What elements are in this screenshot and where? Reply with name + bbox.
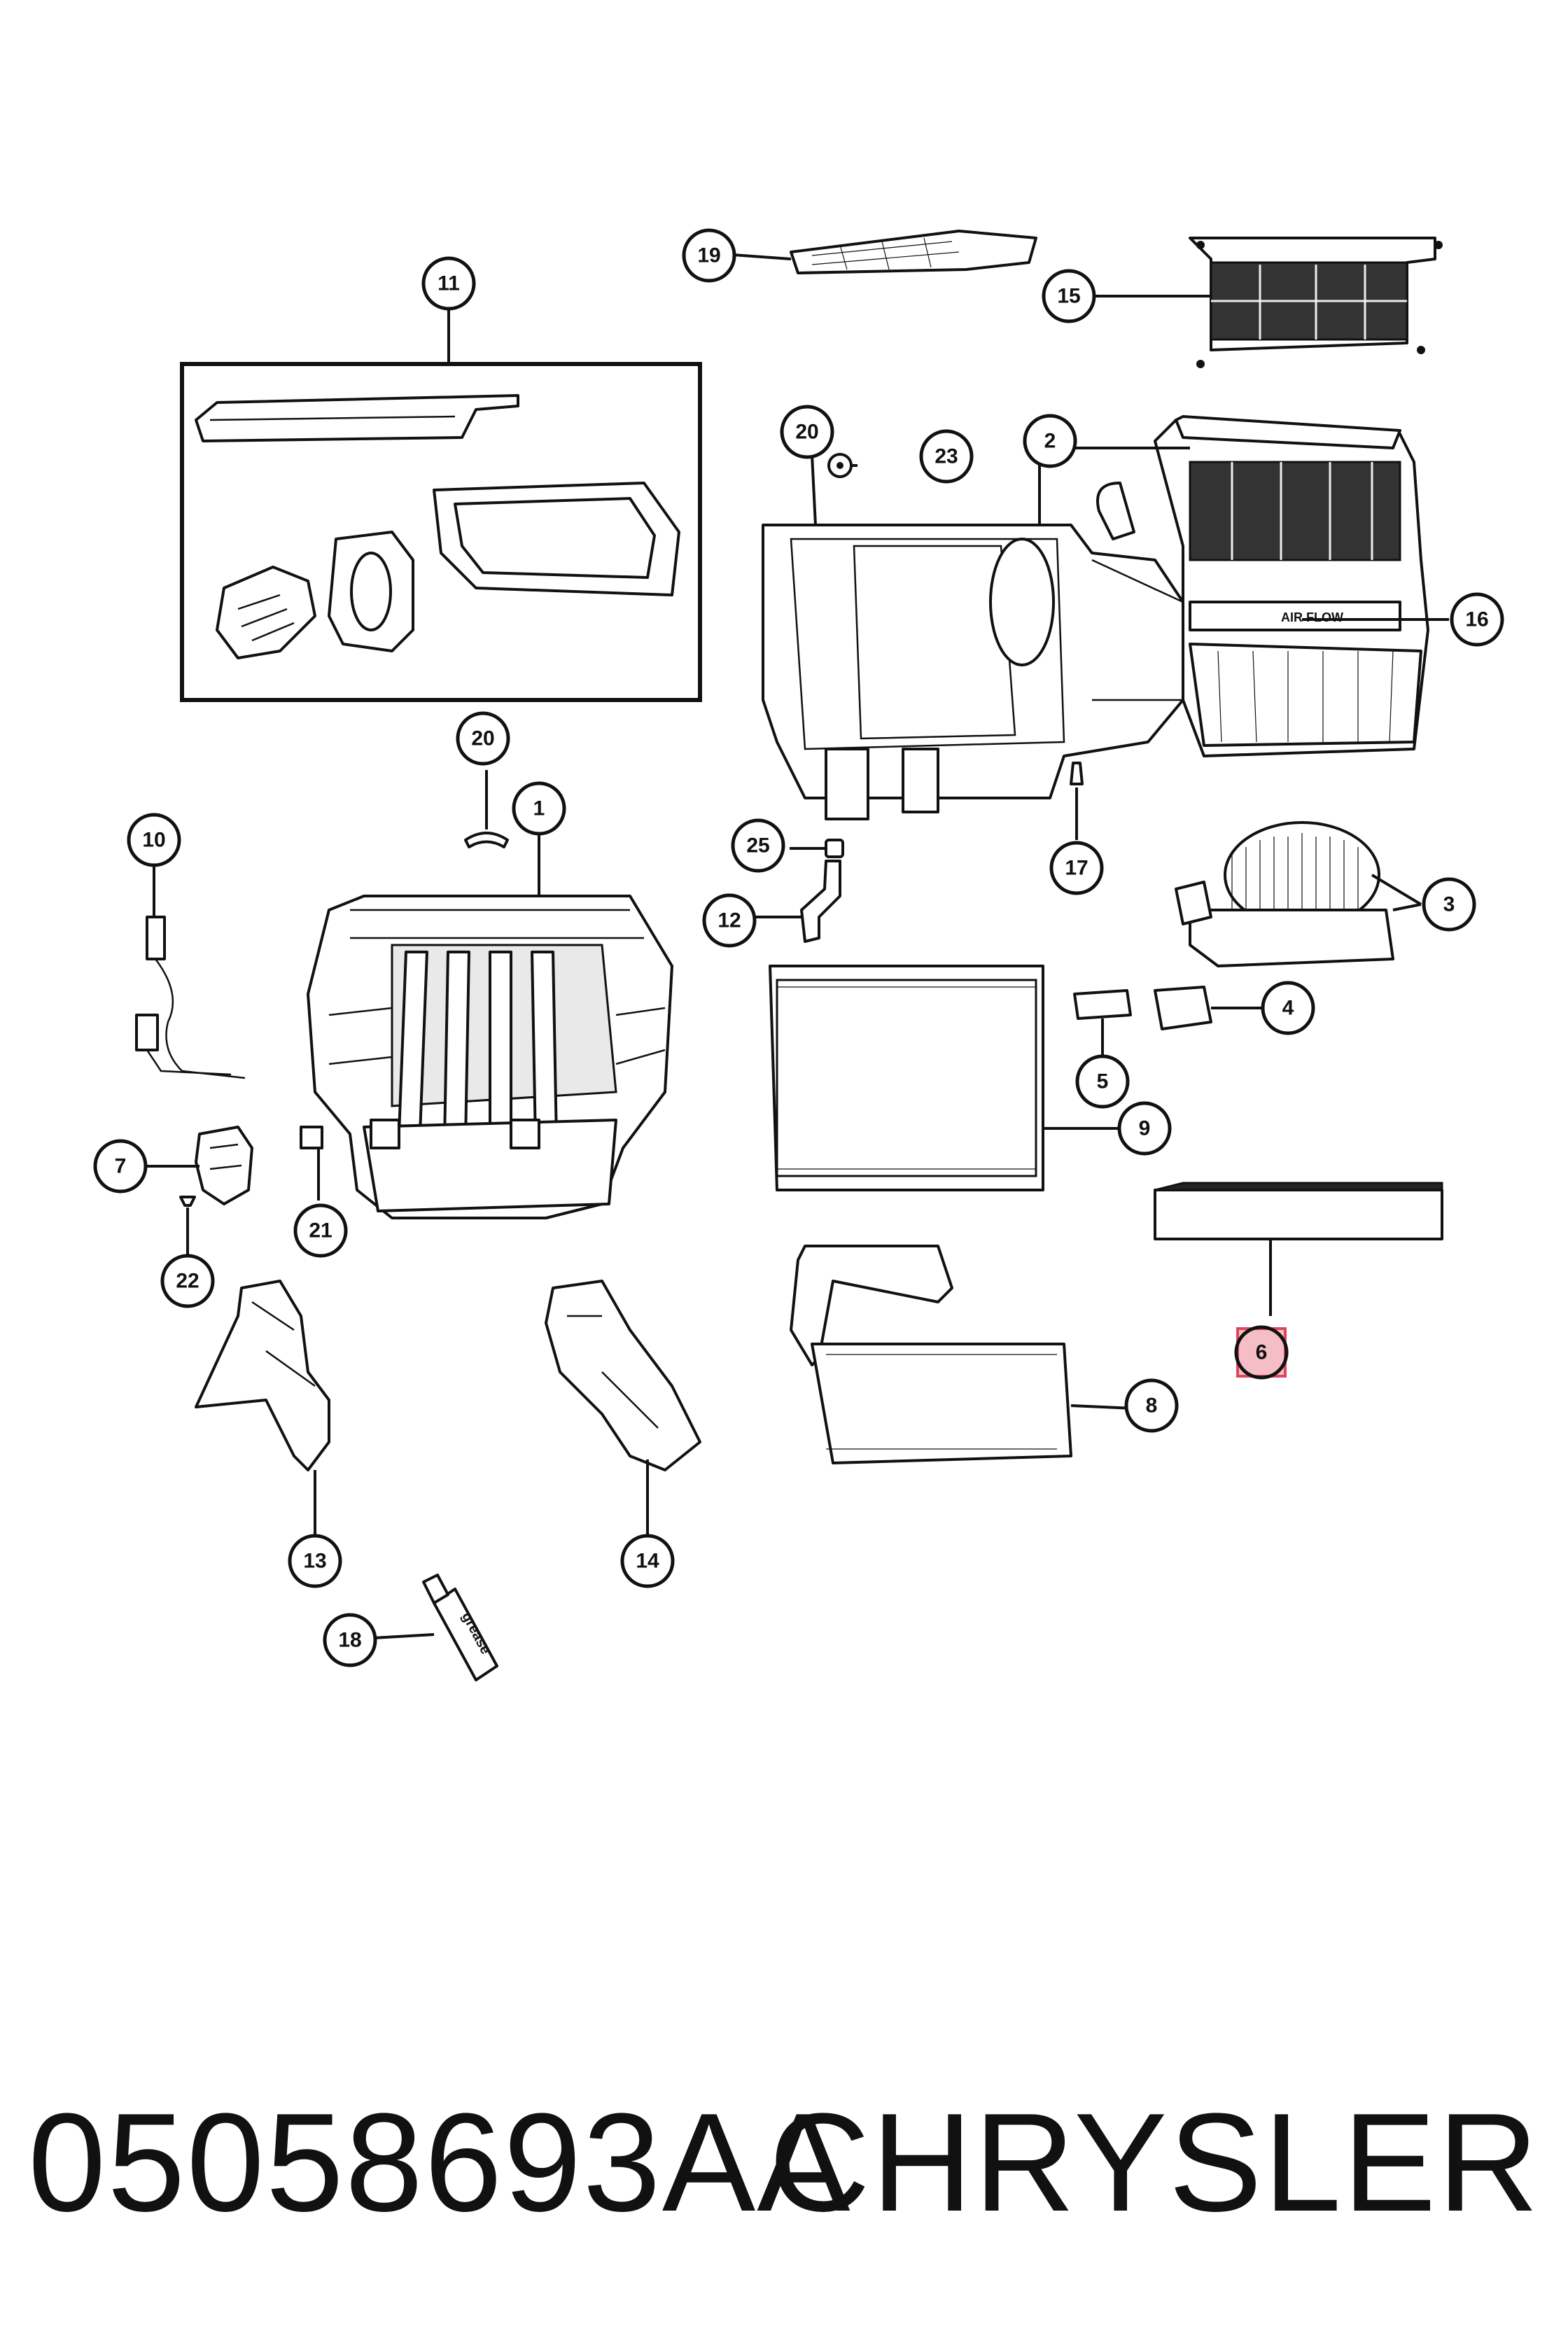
callout-9[interactable]: 9	[1117, 1101, 1172, 1156]
part-13-duct	[195, 1280, 330, 1536]
callout-16[interactable]: 16	[1450, 592, 1504, 647]
svg-text:10: 10	[142, 829, 165, 852]
svg-text:19: 19	[697, 244, 720, 267]
part-11-seal-kit	[180, 308, 702, 702]
part-20-clip	[464, 770, 509, 848]
svg-text:20: 20	[471, 727, 494, 750]
part-25-seal	[790, 839, 844, 858]
callout-12[interactable]: 12	[702, 893, 757, 948]
part-7-actuator	[145, 1126, 253, 1205]
svg-text:11: 11	[438, 272, 460, 295]
callout-25[interactable]: 25	[731, 818, 785, 873]
part-5-connector	[1073, 989, 1132, 1057]
callout-21[interactable]: 21	[293, 1203, 348, 1258]
svg-text:4: 4	[1282, 997, 1294, 1020]
part-number: 05058693AA	[28, 2085, 852, 2241]
svg-text:16: 16	[1465, 608, 1488, 631]
svg-text:14: 14	[636, 1550, 659, 1573]
svg-text:5: 5	[1097, 1070, 1109, 1093]
callout-22[interactable]: 22	[160, 1254, 215, 1308]
part-14-duct	[545, 1280, 701, 1536]
part-3-blower-motor	[1175, 821, 1422, 967]
callout-1[interactable]: 1	[512, 781, 566, 836]
svg-text:12: 12	[718, 909, 741, 932]
callout-8[interactable]: 8	[1124, 1378, 1179, 1433]
svg-text:23: 23	[934, 445, 958, 468]
svg-text:8: 8	[1146, 1394, 1158, 1418]
callout-4[interactable]: 4	[1261, 981, 1315, 1035]
part-22-screw	[179, 1196, 196, 1256]
callout-19[interactable]: 19	[682, 228, 736, 283]
upper-housing-assembly: AIR FLOW	[762, 415, 1449, 820]
part-18-grease-tube: grease	[372, 1574, 498, 1681]
part-1-hvac-housing	[307, 830, 673, 1219]
part-8-heater-core	[790, 1245, 1135, 1464]
callout-15[interactable]: 15	[1042, 269, 1096, 323]
svg-text:15: 15	[1057, 285, 1080, 308]
svg-text:22: 22	[176, 1270, 199, 1293]
svg-text:18: 18	[338, 1629, 361, 1652]
airflow-label: AIR FLOW	[1281, 610, 1343, 624]
svg-text:21: 21	[309, 1219, 332, 1242]
callout-20-housing[interactable]: 20	[780, 405, 834, 459]
callout-11[interactable]: 11	[421, 256, 476, 311]
callout-23[interactable]: 23	[919, 429, 974, 484]
part-6-cabin-filter	[1154, 1182, 1443, 1316]
callout-18[interactable]: 18	[323, 1613, 377, 1667]
part-21-clip	[300, 1126, 323, 1200]
callout-10[interactable]: 10	[127, 813, 181, 867]
part-23-washer	[827, 453, 853, 478]
part-12-drain-tube	[755, 860, 841, 943]
brand-name: CHRYSLER	[769, 2085, 1540, 2241]
svg-text:7: 7	[115, 1155, 127, 1178]
svg-text:3: 3	[1443, 893, 1455, 916]
svg-text:20: 20	[795, 421, 818, 444]
svg-text:6: 6	[1256, 1341, 1268, 1364]
svg-text:1: 1	[533, 797, 545, 820]
part-10-sensor-wire	[135, 864, 246, 1079]
part-4-resistor	[1154, 986, 1264, 1030]
callout-17[interactable]: 17	[1049, 841, 1104, 895]
part-17-clip	[1070, 762, 1084, 840]
footer: 05058693AA CHRYSLER	[28, 2072, 1540, 2254]
svg-text:2: 2	[1044, 430, 1056, 453]
callout-5[interactable]: 5	[1075, 1054, 1130, 1109]
svg-text:25: 25	[746, 834, 769, 858]
callout-2[interactable]: 2	[1023, 414, 1077, 468]
callout-13[interactable]: 13	[288, 1534, 342, 1588]
callout-6[interactable]: 6	[1234, 1325, 1289, 1380]
callout-20-clip[interactable]: 20	[456, 711, 510, 766]
callout-14[interactable]: 14	[620, 1534, 675, 1588]
part-19-vent-duct	[732, 230, 1037, 274]
callout-3[interactable]: 3	[1422, 877, 1476, 932]
callout-7[interactable]: 7	[93, 1139, 148, 1194]
svg-text:9: 9	[1139, 1117, 1151, 1140]
svg-text:13: 13	[303, 1550, 326, 1573]
svg-text:17: 17	[1065, 857, 1088, 880]
part-15-screen	[1092, 237, 1443, 368]
part-9-evaporator	[769, 965, 1120, 1191]
